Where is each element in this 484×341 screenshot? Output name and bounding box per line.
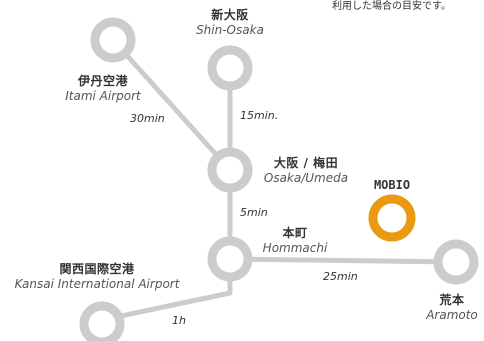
node-kansai <box>79 301 125 341</box>
node-hommachi <box>207 236 253 282</box>
station-hommachi-jp: 本町 <box>282 226 308 240</box>
duration-kansai-hommachi: 1h <box>172 314 186 327</box>
station-itami: 伊丹空港 Itami Airport <box>48 72 158 103</box>
station-mobio-label: MOBIO <box>373 178 411 192</box>
station-umeda-en: Osaka/Umeda <box>263 171 349 185</box>
station-kansai-en: Kansai International Airport <box>14 277 180 291</box>
station-itami-en: Itami Airport <box>65 89 141 103</box>
duration-hommachi-aramoto: 25min <box>323 270 358 283</box>
station-umeda-jp: 大阪 / 梅田 <box>273 156 339 170</box>
node-itami <box>90 17 136 63</box>
station-hommachi-en: Hommachi <box>262 241 328 255</box>
node-mobio <box>368 194 416 242</box>
station-hommachi: 本町 Hommachi <box>253 224 337 255</box>
station-kansai-jp: 関西国際空港 <box>59 262 135 276</box>
station-umeda: 大阪 / 梅田 Osaka/Umeda <box>256 154 356 185</box>
station-kansai: 関西国際空港 Kansai International Airport <box>2 260 192 291</box>
node-shin-osaka <box>207 45 253 91</box>
line-itami-umeda <box>110 37 233 173</box>
duration-itami-umeda: 30min <box>130 112 165 125</box>
duration-shin-osaka-umeda: 15min. <box>240 109 279 122</box>
node-umeda <box>207 147 253 193</box>
station-itami-jp: 伊丹空港 <box>77 74 128 88</box>
station-aramoto-jp: 荒本 <box>439 293 465 307</box>
node-aramoto <box>433 239 479 285</box>
station-shin-osaka-en: Shin-Osaka <box>196 23 264 37</box>
duration-umeda-hommachi: 5min <box>240 206 268 219</box>
station-aramoto: 荒本 Aramoto <box>420 291 484 322</box>
line-hommachi-aramoto <box>227 256 459 265</box>
station-shin-osaka: 新大阪 Shin-Osaka <box>180 6 280 37</box>
note-text: 利用した場合の目安です。 <box>332 1 451 12</box>
station-shin-osaka-jp: 新大阪 <box>211 8 249 22</box>
station-aramoto-en: Aramoto <box>426 308 478 322</box>
